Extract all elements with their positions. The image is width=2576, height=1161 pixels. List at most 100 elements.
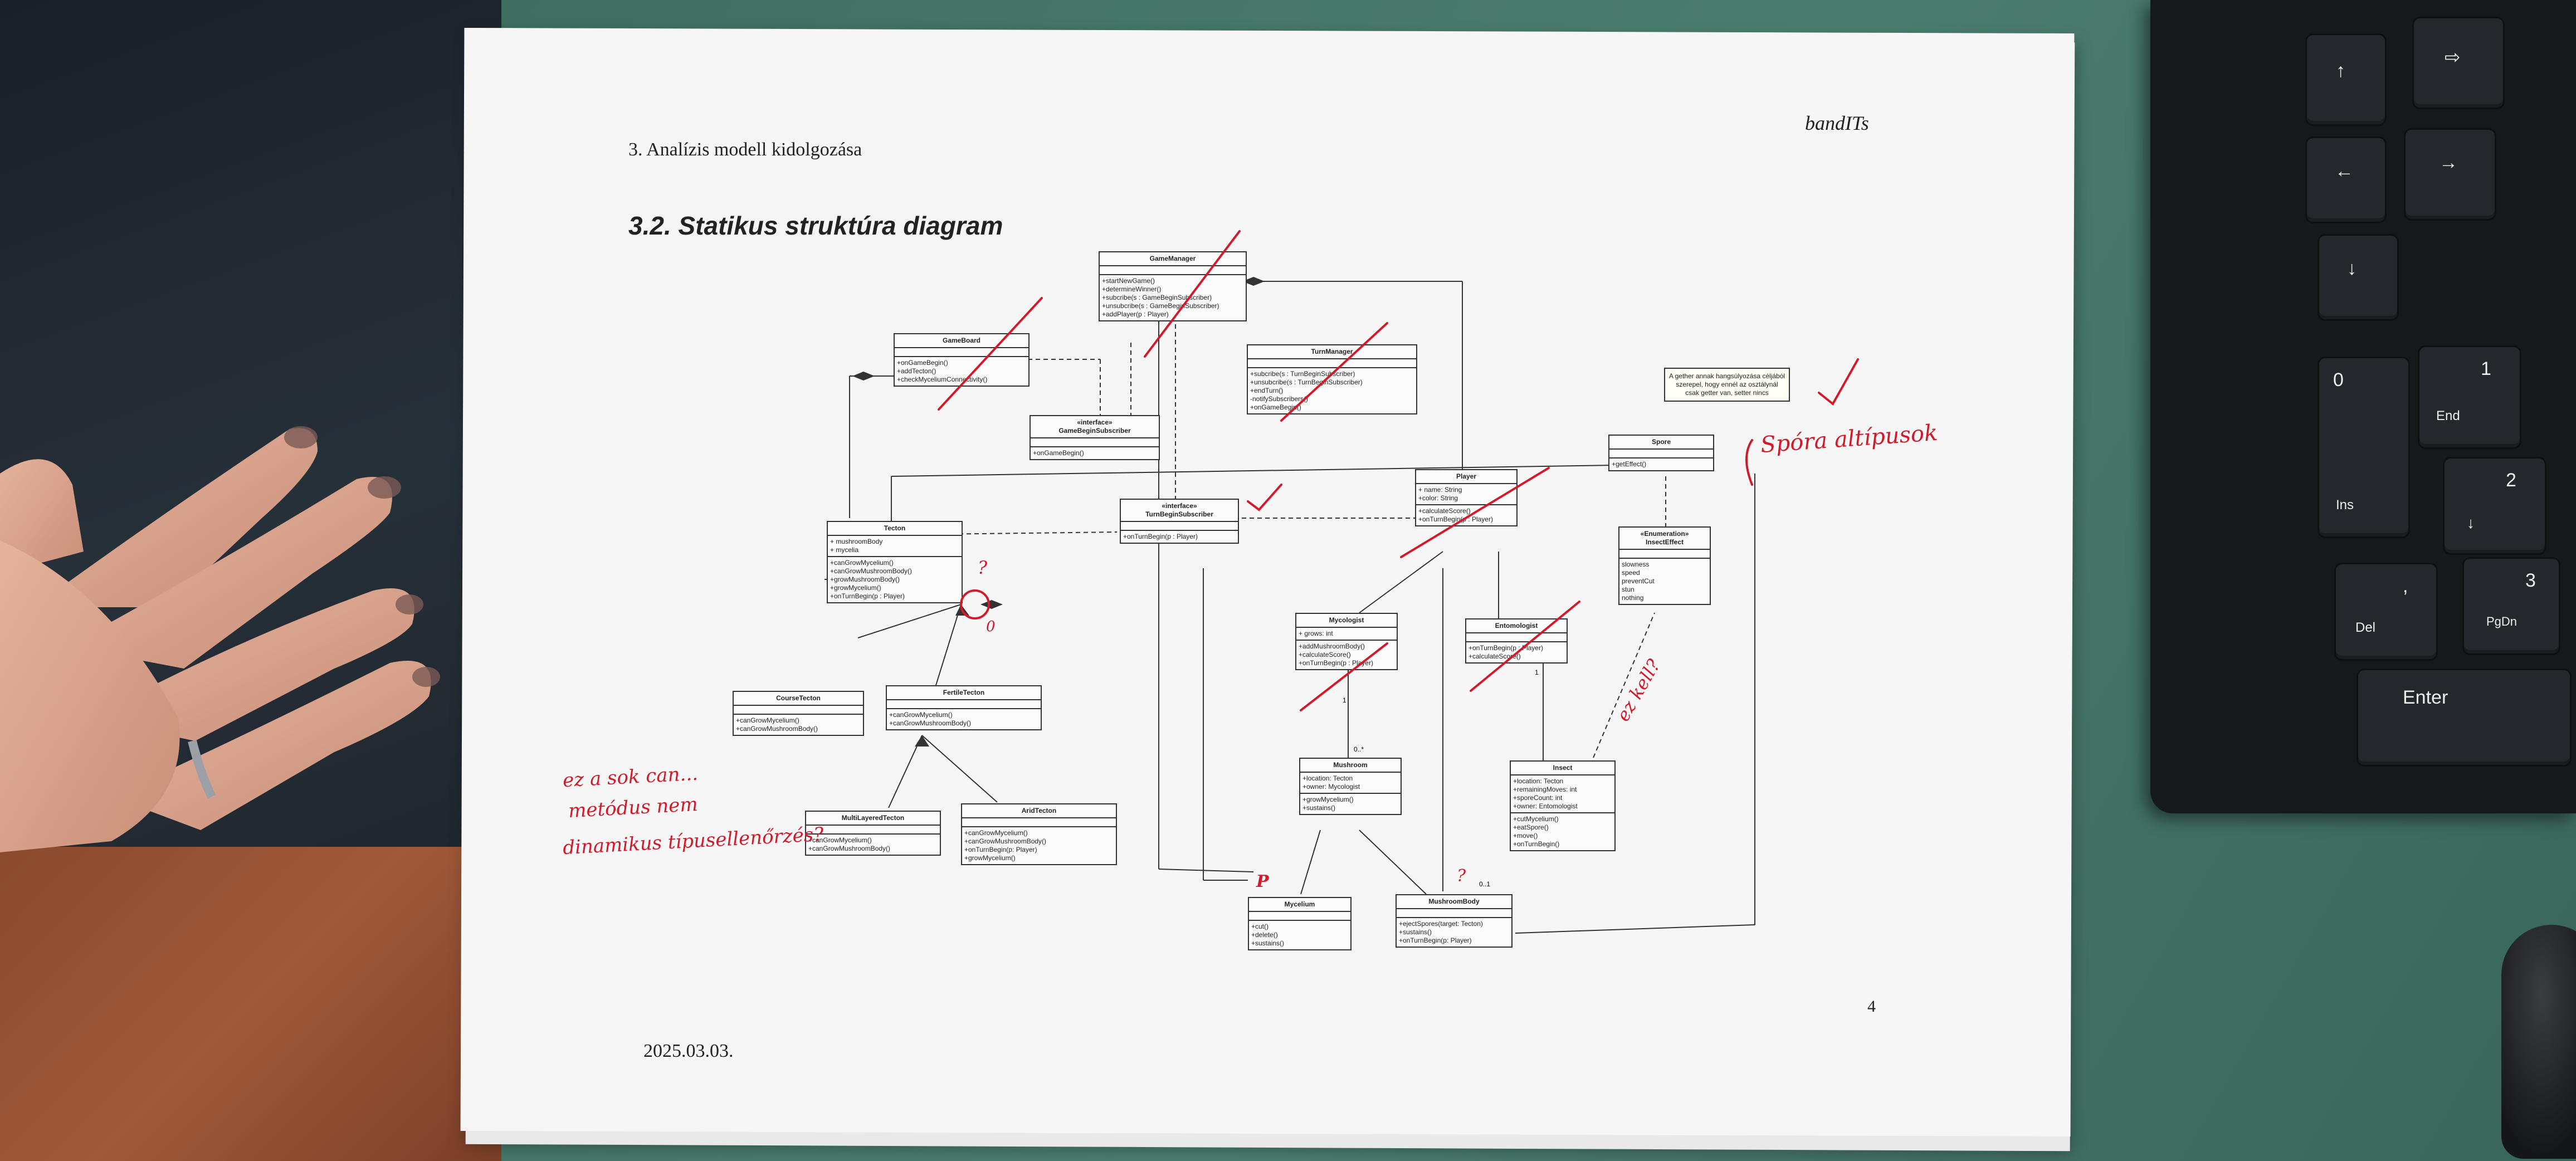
class-attributes (734, 706, 863, 715)
enum-value: nothing (1622, 594, 1644, 602)
method: +canGrowMushroomBody() (808, 845, 891, 852)
class-attributes: + name: String +color: String (1416, 484, 1516, 505)
method: +move() (1513, 832, 1538, 840)
method: +growMushroomBody() (830, 575, 900, 583)
check-turnbeginsubscriber (1247, 484, 1282, 511)
key-right[interactable]: → (2404, 128, 2496, 221)
key-sublabel: Del (2355, 620, 2376, 635)
keyboard: ↑ ⇨ ← → ↓ 0 Ins 1 End 2 ↓ 3 PgDn , Del E… (2150, 0, 2576, 813)
method: +sustains() (1251, 939, 1285, 947)
class-attributes (1248, 359, 1416, 368)
multiplicity-label: 0..* (1354, 745, 1364, 753)
method: +onTurnBegin() (1513, 840, 1560, 848)
class-title: «Enumeration» InsectEffect (1619, 528, 1710, 550)
class-title: Entomologist (1466, 619, 1567, 633)
method: +growMycelium() (830, 584, 881, 592)
class-title: FertileTecton (887, 686, 1041, 700)
attribute: +location: Tecton (1513, 777, 1564, 785)
method: +onTurnBegin(p : Player) (1418, 515, 1493, 523)
method: +onGameBegin() (1033, 449, 1084, 457)
class-coursetecton: CourseTecton +canGrowMycelium() +canGrow… (733, 691, 864, 736)
multiplicity-label: 1 (1343, 696, 1346, 704)
class-attributes (895, 348, 1028, 357)
class-mushroombody: MushroomBody +ejectSpores(target: Tecton… (1396, 894, 1513, 948)
method: +delete() (1251, 931, 1278, 939)
class-mycelium: Mycelium +cut() +delete() +sustains() (1248, 897, 1352, 950)
class-attributes (887, 700, 1041, 709)
class-title: GameManager (1100, 252, 1246, 266)
key-label: 3 (2525, 570, 2536, 591)
key-numpad-3[interactable]: 3 PgDn (2462, 557, 2560, 655)
enum-value: slowness (1622, 560, 1650, 568)
method: +unsubcribe(s : GameBeginSubscriber) (1102, 302, 1219, 310)
key-left[interactable]: ← (2305, 136, 2387, 223)
class-attributes (806, 826, 940, 835)
method: +onTurnBegin(p: Player) (964, 846, 1037, 853)
method: +onTurnBegin(p: Player) (1399, 936, 1472, 944)
method: +ejectSpores(target: Tecton) (1399, 920, 1483, 928)
circle-diamond (960, 589, 990, 619)
attribute: + grows: int (1299, 630, 1333, 637)
class-attributes (1619, 550, 1710, 559)
interface-turnbeginsubscriber: «interface» TurnBeginSubscriber +onTurnB… (1120, 499, 1239, 544)
method: +calculateScore() (1299, 651, 1351, 658)
class-methods: +canGrowMycelium() +canGrowMushroomBody(… (734, 715, 863, 735)
class-tecton: Tecton + mushroomBody + mycelia +canGrow… (827, 521, 963, 603)
class-attributes: + grows: int (1296, 628, 1397, 641)
strike-entomologist (1470, 601, 1580, 692)
team-name: bandITs (1805, 112, 1869, 134)
ring (188, 740, 216, 799)
document-date: 2025.03.03. (643, 1041, 734, 1061)
method: +onGameBegin() (1250, 403, 1301, 411)
class-attributes (962, 818, 1116, 827)
multiplicity-label: 0..1 (1479, 880, 1491, 888)
key-numpad-1[interactable]: 1 End (2418, 345, 2521, 449)
class-attributes (1397, 909, 1511, 918)
key-label: , (2403, 575, 2408, 597)
class-aridtecton: AridTecton +canGrowMycelium() +canGrowMu… (961, 803, 1117, 865)
method: +startNewGame() (1102, 277, 1155, 285)
method: +canGrowMycelium() (736, 716, 799, 724)
class-methods: +getEffect() (1609, 458, 1713, 470)
section-title: 3.2. Statikus struktúra diagram (628, 211, 1003, 240)
class-title: Mycelium (1249, 898, 1350, 912)
key-up[interactable]: ↑ (2305, 33, 2387, 126)
method: +addTecton() (897, 367, 936, 375)
key-label: ↑ (2336, 60, 2345, 81)
enum-value: stun (1622, 586, 1635, 593)
class-fertiletecton: FertileTecton +canGrowMycelium() +canGro… (886, 685, 1042, 730)
class-title: Insect (1511, 762, 1614, 775)
interface-gamebeginsubscriber: «interface» GameBeginSubscriber +onGameB… (1030, 415, 1160, 460)
key-enter[interactable]: Enter (2357, 669, 2572, 767)
enum-insecteffect: «Enumeration» InsectEffect slowness spee… (1618, 526, 1711, 605)
class-title: MushroomBody (1397, 895, 1511, 909)
key-numpad-del[interactable]: , Del (2334, 563, 2438, 661)
method: +growMycelium() (964, 854, 1016, 862)
key-sublabel: ↓ (2467, 514, 2475, 531)
class-methods: +onGameBegin() (1031, 447, 1159, 459)
method: +canGrowMycelium() (889, 711, 953, 719)
attribute: + mushroomBody (830, 538, 883, 545)
page-number: 4 (1867, 997, 1876, 1016)
class-mushroom: Mushroom +location: Tecton +owner: Mycol… (1299, 758, 1402, 815)
key-down[interactable]: ↓ (2318, 234, 2399, 321)
class-methods: +cut() +delete() +sustains() (1249, 921, 1350, 949)
key-numpad-0[interactable]: 0 Ins (2318, 357, 2410, 538)
method: +canGrowMushroomBody() (889, 719, 972, 727)
key-shift[interactable]: ⇨ (2412, 17, 2505, 109)
key-label: 1 (2481, 358, 2491, 379)
key-sublabel: End (2436, 408, 2460, 423)
key-numpad-2[interactable]: 2 ↓ (2443, 457, 2546, 555)
class-title: CourseTecton (734, 692, 863, 706)
attribute: +remainingMoves: int (1513, 786, 1577, 793)
method: +canGrowMycelium() (964, 829, 1028, 837)
method: +eatSpore() (1513, 823, 1549, 831)
class-attributes: +location: Tecton +remainingMoves: int +… (1511, 775, 1614, 813)
method: +addMushroomBody() (1299, 642, 1365, 650)
method: +canGrowMycelium() (808, 836, 872, 844)
method: +cut() (1251, 923, 1269, 930)
class-gamemanager: GameManager +startNewGame() +determineWi… (1099, 251, 1247, 321)
method: +onTurnBegin(p : Player) (1299, 659, 1373, 667)
class-attributes (1466, 633, 1567, 642)
